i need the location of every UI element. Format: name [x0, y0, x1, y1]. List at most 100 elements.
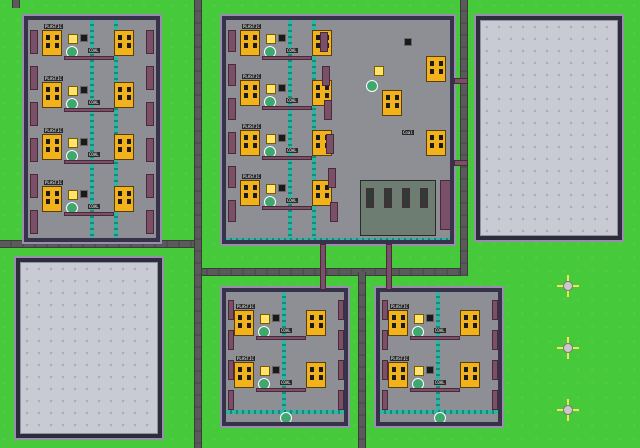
spawner-core — [563, 281, 573, 291]
road-vertical-topleft — [12, 0, 20, 8]
plastic-building — [42, 30, 62, 56]
hub-icon — [266, 84, 276, 94]
pipe-segment — [262, 156, 312, 160]
building-tag: PLASTIC — [242, 24, 261, 29]
pipe-segment — [256, 388, 306, 392]
pipe-segment — [228, 98, 236, 120]
plastic-building — [42, 82, 62, 108]
pipe-segment — [322, 66, 330, 86]
plastic-building — [114, 134, 134, 160]
plastic-building — [460, 362, 480, 388]
pump-icon — [80, 34, 88, 42]
pipe-segment — [30, 138, 38, 162]
coal-tag: COAL — [88, 152, 100, 157]
building-tag: PLASTIC — [44, 180, 63, 185]
spawner-core — [563, 405, 573, 415]
plastic-building — [240, 30, 260, 56]
pipe-segment — [64, 212, 114, 216]
pipe-segment — [228, 300, 234, 320]
pipe-segment — [30, 66, 38, 90]
hub-icon — [266, 184, 276, 194]
hub-icon — [414, 366, 424, 376]
hub-icon — [374, 66, 384, 76]
building-tag: PLASTIC — [236, 356, 255, 361]
pipe-segment — [228, 360, 234, 380]
hub-icon — [260, 314, 270, 324]
building-tag: PLASTIC — [44, 128, 63, 133]
pipe-segment — [492, 360, 498, 380]
pump-icon — [426, 314, 434, 322]
lot-topright[interactable] — [474, 14, 624, 242]
pipe-segment — [330, 202, 338, 222]
pipe-segment — [382, 330, 388, 350]
pipe-segment — [228, 30, 236, 52]
pipe-segment — [366, 188, 374, 208]
pump-icon — [278, 84, 286, 92]
pipe-segment — [30, 102, 38, 126]
plastic-building — [426, 56, 446, 82]
pump-icon — [272, 366, 280, 374]
coal-tag: COAL — [88, 204, 100, 209]
plastic-building — [114, 82, 134, 108]
pipe-segment — [146, 66, 154, 90]
pipe-segment — [146, 138, 154, 162]
pipe-segment — [320, 32, 328, 52]
hub-icon — [260, 366, 270, 376]
pipe-segment — [328, 168, 336, 188]
pipe-segment — [324, 100, 332, 120]
plastic-building — [114, 186, 134, 212]
lot-floor — [20, 262, 158, 434]
building-tag: PLASTIC — [44, 24, 63, 29]
pipe-segment — [420, 188, 428, 208]
plastic-building — [388, 362, 408, 388]
pump-icon — [80, 190, 88, 198]
conveyor-belt — [114, 20, 118, 238]
plastic-building — [312, 180, 332, 206]
connector-pipe — [454, 160, 468, 166]
coal-tag: COAL — [434, 328, 446, 333]
tank-icon — [280, 412, 292, 422]
spawner-marker[interactable] — [557, 337, 579, 359]
pipe-segment — [262, 106, 312, 110]
pipe-segment — [384, 188, 392, 208]
coal-tag: COAL — [88, 48, 100, 53]
pipe-segment — [64, 160, 114, 164]
conveyor-belt — [226, 238, 450, 240]
pipe-segment — [64, 108, 114, 112]
pump-icon — [404, 38, 412, 46]
coal-tag: COAL — [286, 98, 298, 103]
coal-tag: COAL — [280, 328, 292, 333]
connector-pipe — [386, 244, 392, 290]
plastic-building — [234, 310, 254, 336]
plastic-building — [306, 310, 326, 336]
tank-icon — [434, 412, 446, 422]
conveyor-belt — [288, 20, 292, 240]
plastic-building — [306, 362, 326, 388]
pipe-segment — [338, 360, 344, 380]
spawner-marker[interactable] — [557, 275, 579, 297]
conveyor-belt — [90, 20, 94, 238]
conveyor-belt — [436, 292, 440, 422]
lot-bottomleft[interactable] — [14, 256, 164, 440]
pipe-segment — [228, 200, 236, 222]
spawner-marker[interactable] — [557, 399, 579, 421]
road-vertical-right — [460, 0, 468, 276]
plastic-building — [114, 30, 134, 56]
pipe-segment — [30, 210, 38, 234]
building-tag: PLASTIC — [242, 174, 261, 179]
connector-pipe — [320, 244, 326, 290]
coal-tag: Coal — [402, 130, 414, 135]
connector-pipe — [454, 78, 468, 84]
tank-icon — [366, 80, 378, 92]
pipe-segment — [146, 210, 154, 234]
pipe-segment — [338, 300, 344, 320]
coal-tag: COAL — [88, 100, 100, 105]
building-tag: PLASTIC — [236, 304, 255, 309]
